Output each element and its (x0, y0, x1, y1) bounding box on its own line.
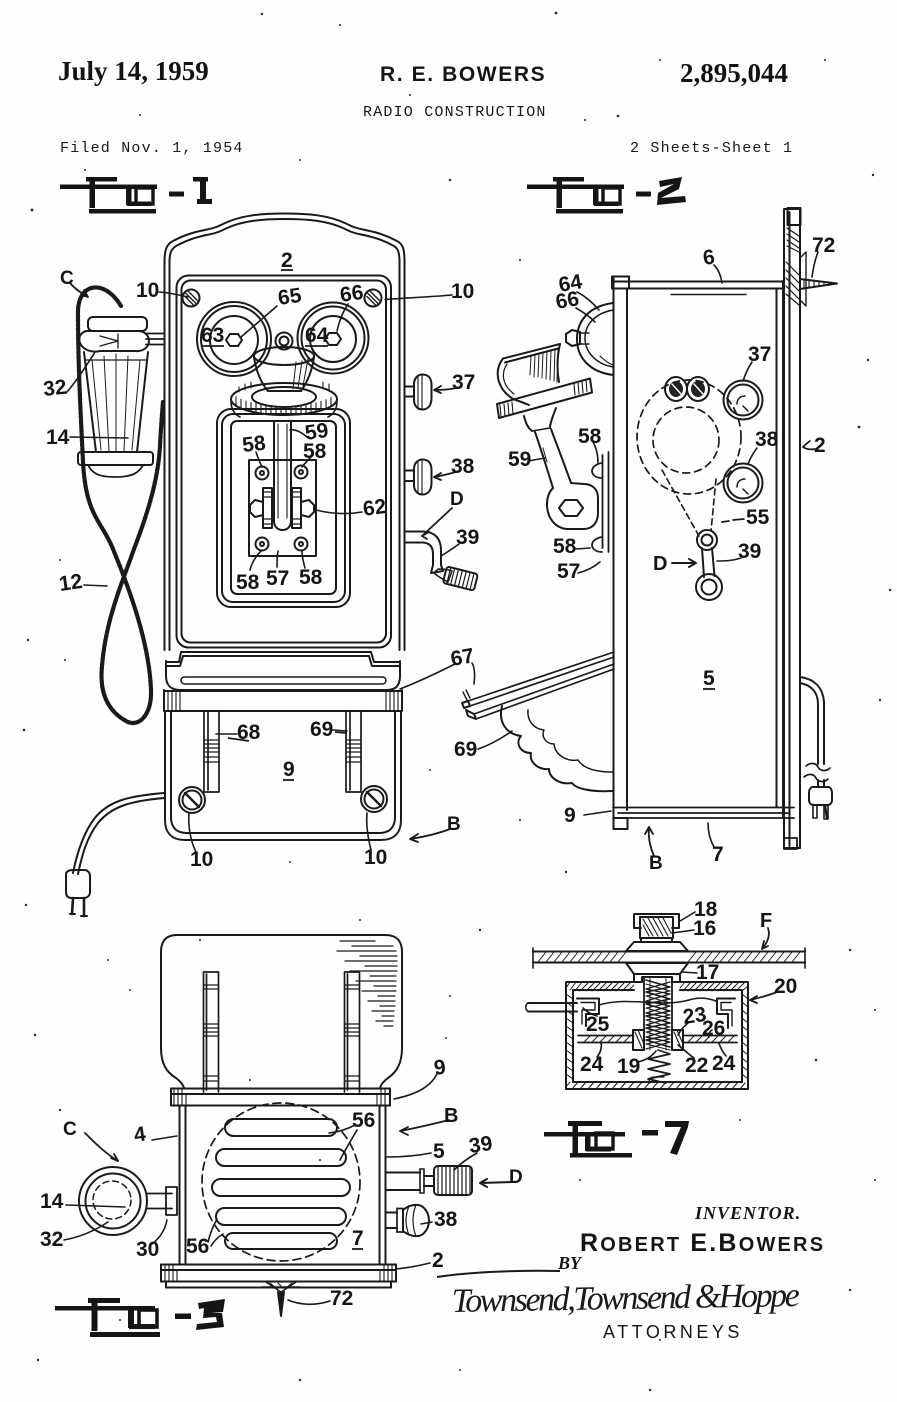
svg-text:55: 55 (746, 506, 770, 529)
svg-text:38: 38 (451, 455, 475, 478)
svg-text:12: 12 (57, 570, 83, 596)
svg-text:C: C (60, 268, 74, 289)
svg-text:5: 5 (703, 667, 715, 690)
svg-text:Townsend,Townsend &Hoppe: Townsend,Townsend &Hoppe (451, 1277, 800, 1320)
svg-text:26: 26 (702, 1017, 725, 1040)
svg-text:17: 17 (696, 961, 719, 984)
svg-text:58: 58 (241, 432, 267, 457)
svg-text:59: 59 (303, 419, 329, 445)
svg-text:9: 9 (432, 1056, 447, 1080)
svg-text:RADIO CONSTRUCTION: RADIO CONSTRUCTION (363, 104, 547, 121)
svg-text:D: D (653, 553, 667, 575)
svg-text:68: 68 (237, 721, 261, 744)
svg-text:23: 23 (681, 1003, 707, 1029)
svg-text:39: 39 (456, 526, 479, 549)
svg-text:10: 10 (190, 848, 213, 871)
svg-text:72: 72 (330, 1287, 353, 1310)
svg-text:2,895,044: 2,895,044 (680, 58, 788, 88)
svg-text:24: 24 (712, 1052, 736, 1075)
svg-text:ROBERT E.BOWERS: ROBERT E.BOWERS (580, 1229, 825, 1257)
svg-text:5: 5 (433, 1140, 445, 1163)
svg-text:72: 72 (812, 234, 835, 257)
svg-text:64: 64 (305, 324, 329, 347)
svg-text:39: 39 (738, 540, 761, 563)
svg-text:6: 6 (701, 246, 716, 270)
svg-text:July 14, 1959: July 14, 1959 (58, 56, 209, 86)
svg-text:63: 63 (201, 324, 224, 347)
svg-text:66: 66 (554, 287, 581, 314)
svg-text:66: 66 (338, 281, 364, 307)
svg-text:B: B (649, 853, 663, 874)
svg-text:10: 10 (136, 279, 159, 302)
svg-text:7: 7 (712, 843, 724, 866)
svg-text:58: 58 (236, 571, 260, 594)
svg-text:2: 2 (281, 249, 293, 272)
svg-text:67: 67 (449, 644, 476, 671)
svg-text:38: 38 (755, 428, 779, 451)
svg-text:62: 62 (361, 495, 387, 521)
svg-text:69: 69 (310, 718, 333, 741)
svg-text:39: 39 (467, 1132, 493, 1158)
svg-text:19: 19 (617, 1055, 640, 1078)
svg-text:9: 9 (564, 804, 576, 827)
svg-text:2: 2 (432, 1249, 444, 1272)
svg-text:20: 20 (774, 975, 797, 998)
svg-text:32: 32 (42, 376, 68, 401)
svg-text:69: 69 (454, 738, 477, 761)
svg-text:58: 58 (553, 535, 577, 558)
svg-text:B: B (447, 814, 461, 835)
svg-text:14: 14 (46, 426, 70, 449)
svg-text:56: 56 (186, 1235, 209, 1258)
svg-text:R. E. BOWERS: R. E. BOWERS (380, 63, 546, 86)
svg-text:64: 64 (557, 270, 584, 297)
svg-text:Filed Nov. 1, 1954: Filed Nov. 1, 1954 (60, 140, 244, 157)
svg-text:25: 25 (586, 1013, 610, 1036)
svg-text:10: 10 (451, 280, 474, 303)
svg-text:59: 59 (508, 448, 531, 471)
svg-text:C: C (63, 1119, 77, 1140)
svg-text:58: 58 (303, 440, 327, 463)
svg-text:10: 10 (364, 846, 387, 869)
svg-text:2: 2 (814, 434, 826, 457)
svg-text:2 Sheets-Sheet 1: 2 Sheets-Sheet 1 (630, 140, 793, 157)
svg-text:16: 16 (693, 917, 716, 940)
svg-text:57: 57 (266, 567, 289, 590)
svg-text:INVENTOR.: INVENTOR. (694, 1203, 801, 1223)
svg-text:22: 22 (685, 1054, 708, 1077)
svg-text:4: 4 (132, 1123, 147, 1147)
svg-text:38: 38 (434, 1208, 458, 1231)
svg-text:65: 65 (276, 284, 303, 310)
svg-text:58: 58 (299, 566, 323, 589)
svg-text:ATTORNEYS: ATTORNEYS (603, 1322, 743, 1342)
svg-text:24: 24 (580, 1053, 604, 1076)
svg-text:B: B (444, 1105, 458, 1127)
svg-text:14: 14 (40, 1190, 64, 1213)
svg-text:58: 58 (578, 425, 602, 448)
svg-text:32: 32 (40, 1228, 63, 1251)
svg-text:7: 7 (352, 1227, 364, 1250)
svg-text:F: F (760, 910, 772, 932)
svg-text:9: 9 (283, 758, 295, 781)
svg-text:18: 18 (694, 898, 718, 921)
svg-text:56: 56 (352, 1109, 375, 1132)
svg-text:30: 30 (136, 1238, 159, 1261)
svg-text:57: 57 (557, 560, 580, 583)
svg-text:37: 37 (452, 371, 475, 394)
svg-text:BY: BY (557, 1253, 583, 1273)
svg-text:D: D (509, 1167, 523, 1188)
svg-text:D: D (450, 489, 464, 510)
svg-text:37: 37 (748, 343, 771, 366)
